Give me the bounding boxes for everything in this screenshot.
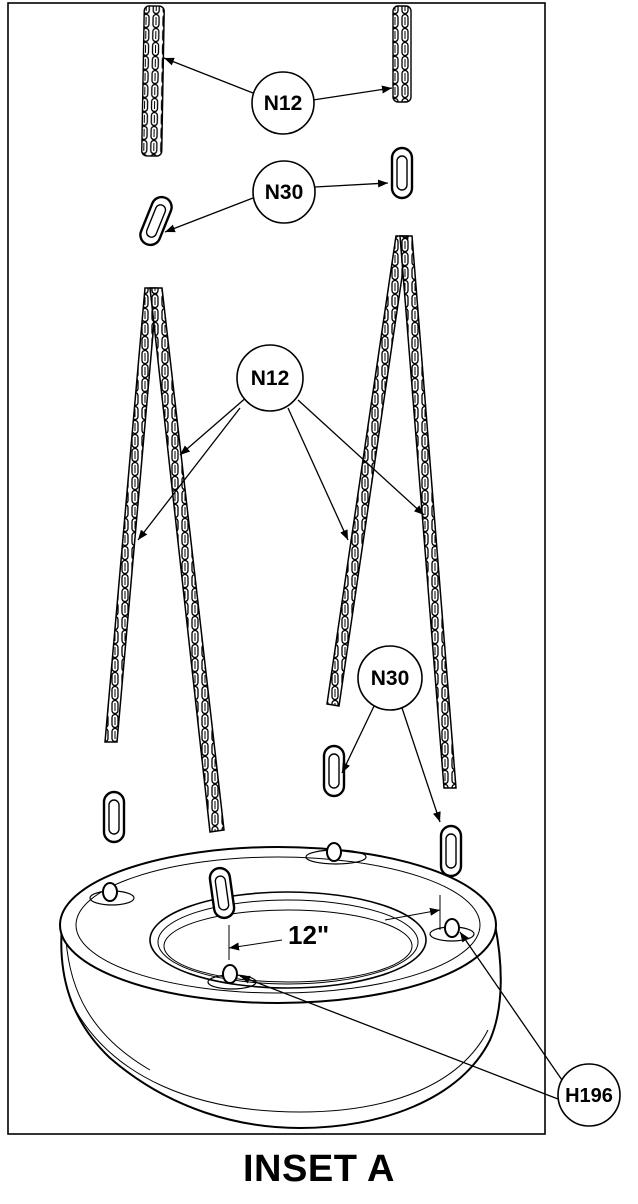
callout-h196-label: H196 bbox=[565, 1085, 613, 1107]
chain-right-a bbox=[326, 235, 409, 707]
chain-right-b bbox=[399, 235, 457, 789]
chain-top-right bbox=[392, 5, 412, 103]
callout-n12-top: N12 bbox=[251, 71, 315, 135]
quick-link-lower-left bbox=[102, 790, 126, 844]
quick-link-top-right bbox=[390, 146, 414, 200]
quick-link-on-tire bbox=[208, 866, 236, 920]
eye-bolt-right bbox=[429, 918, 475, 942]
callout-n30-lower: N30 bbox=[357, 645, 423, 711]
inset-frame bbox=[7, 2, 546, 1135]
eye-bolt-left bbox=[89, 882, 135, 906]
quick-link-top-left bbox=[139, 195, 173, 247]
callout-n30-lower-label: N30 bbox=[371, 667, 410, 690]
tire bbox=[59, 846, 502, 1130]
callout-h196: H196 bbox=[557, 1063, 621, 1127]
chain-top-left bbox=[141, 5, 165, 157]
inset-caption: INSET A bbox=[243, 1148, 395, 1190]
eye-bolt-back bbox=[305, 842, 367, 865]
quick-link-lower-right bbox=[439, 824, 463, 878]
callout-n30-top-label: N30 bbox=[265, 181, 304, 204]
dimension-line bbox=[228, 895, 441, 960]
callout-n30-top: N30 bbox=[252, 160, 316, 224]
callout-n12-mid-label: N12 bbox=[251, 367, 290, 390]
chain-left-b bbox=[149, 287, 225, 833]
chain-left-a bbox=[104, 287, 158, 743]
quick-link-lower-mid bbox=[322, 744, 346, 798]
leader-lines bbox=[137, 57, 563, 1100]
callout-n12-mid: N12 bbox=[236, 344, 304, 412]
dimension-label: 12" bbox=[288, 920, 329, 950]
callout-n12-top-label: N12 bbox=[264, 92, 303, 115]
